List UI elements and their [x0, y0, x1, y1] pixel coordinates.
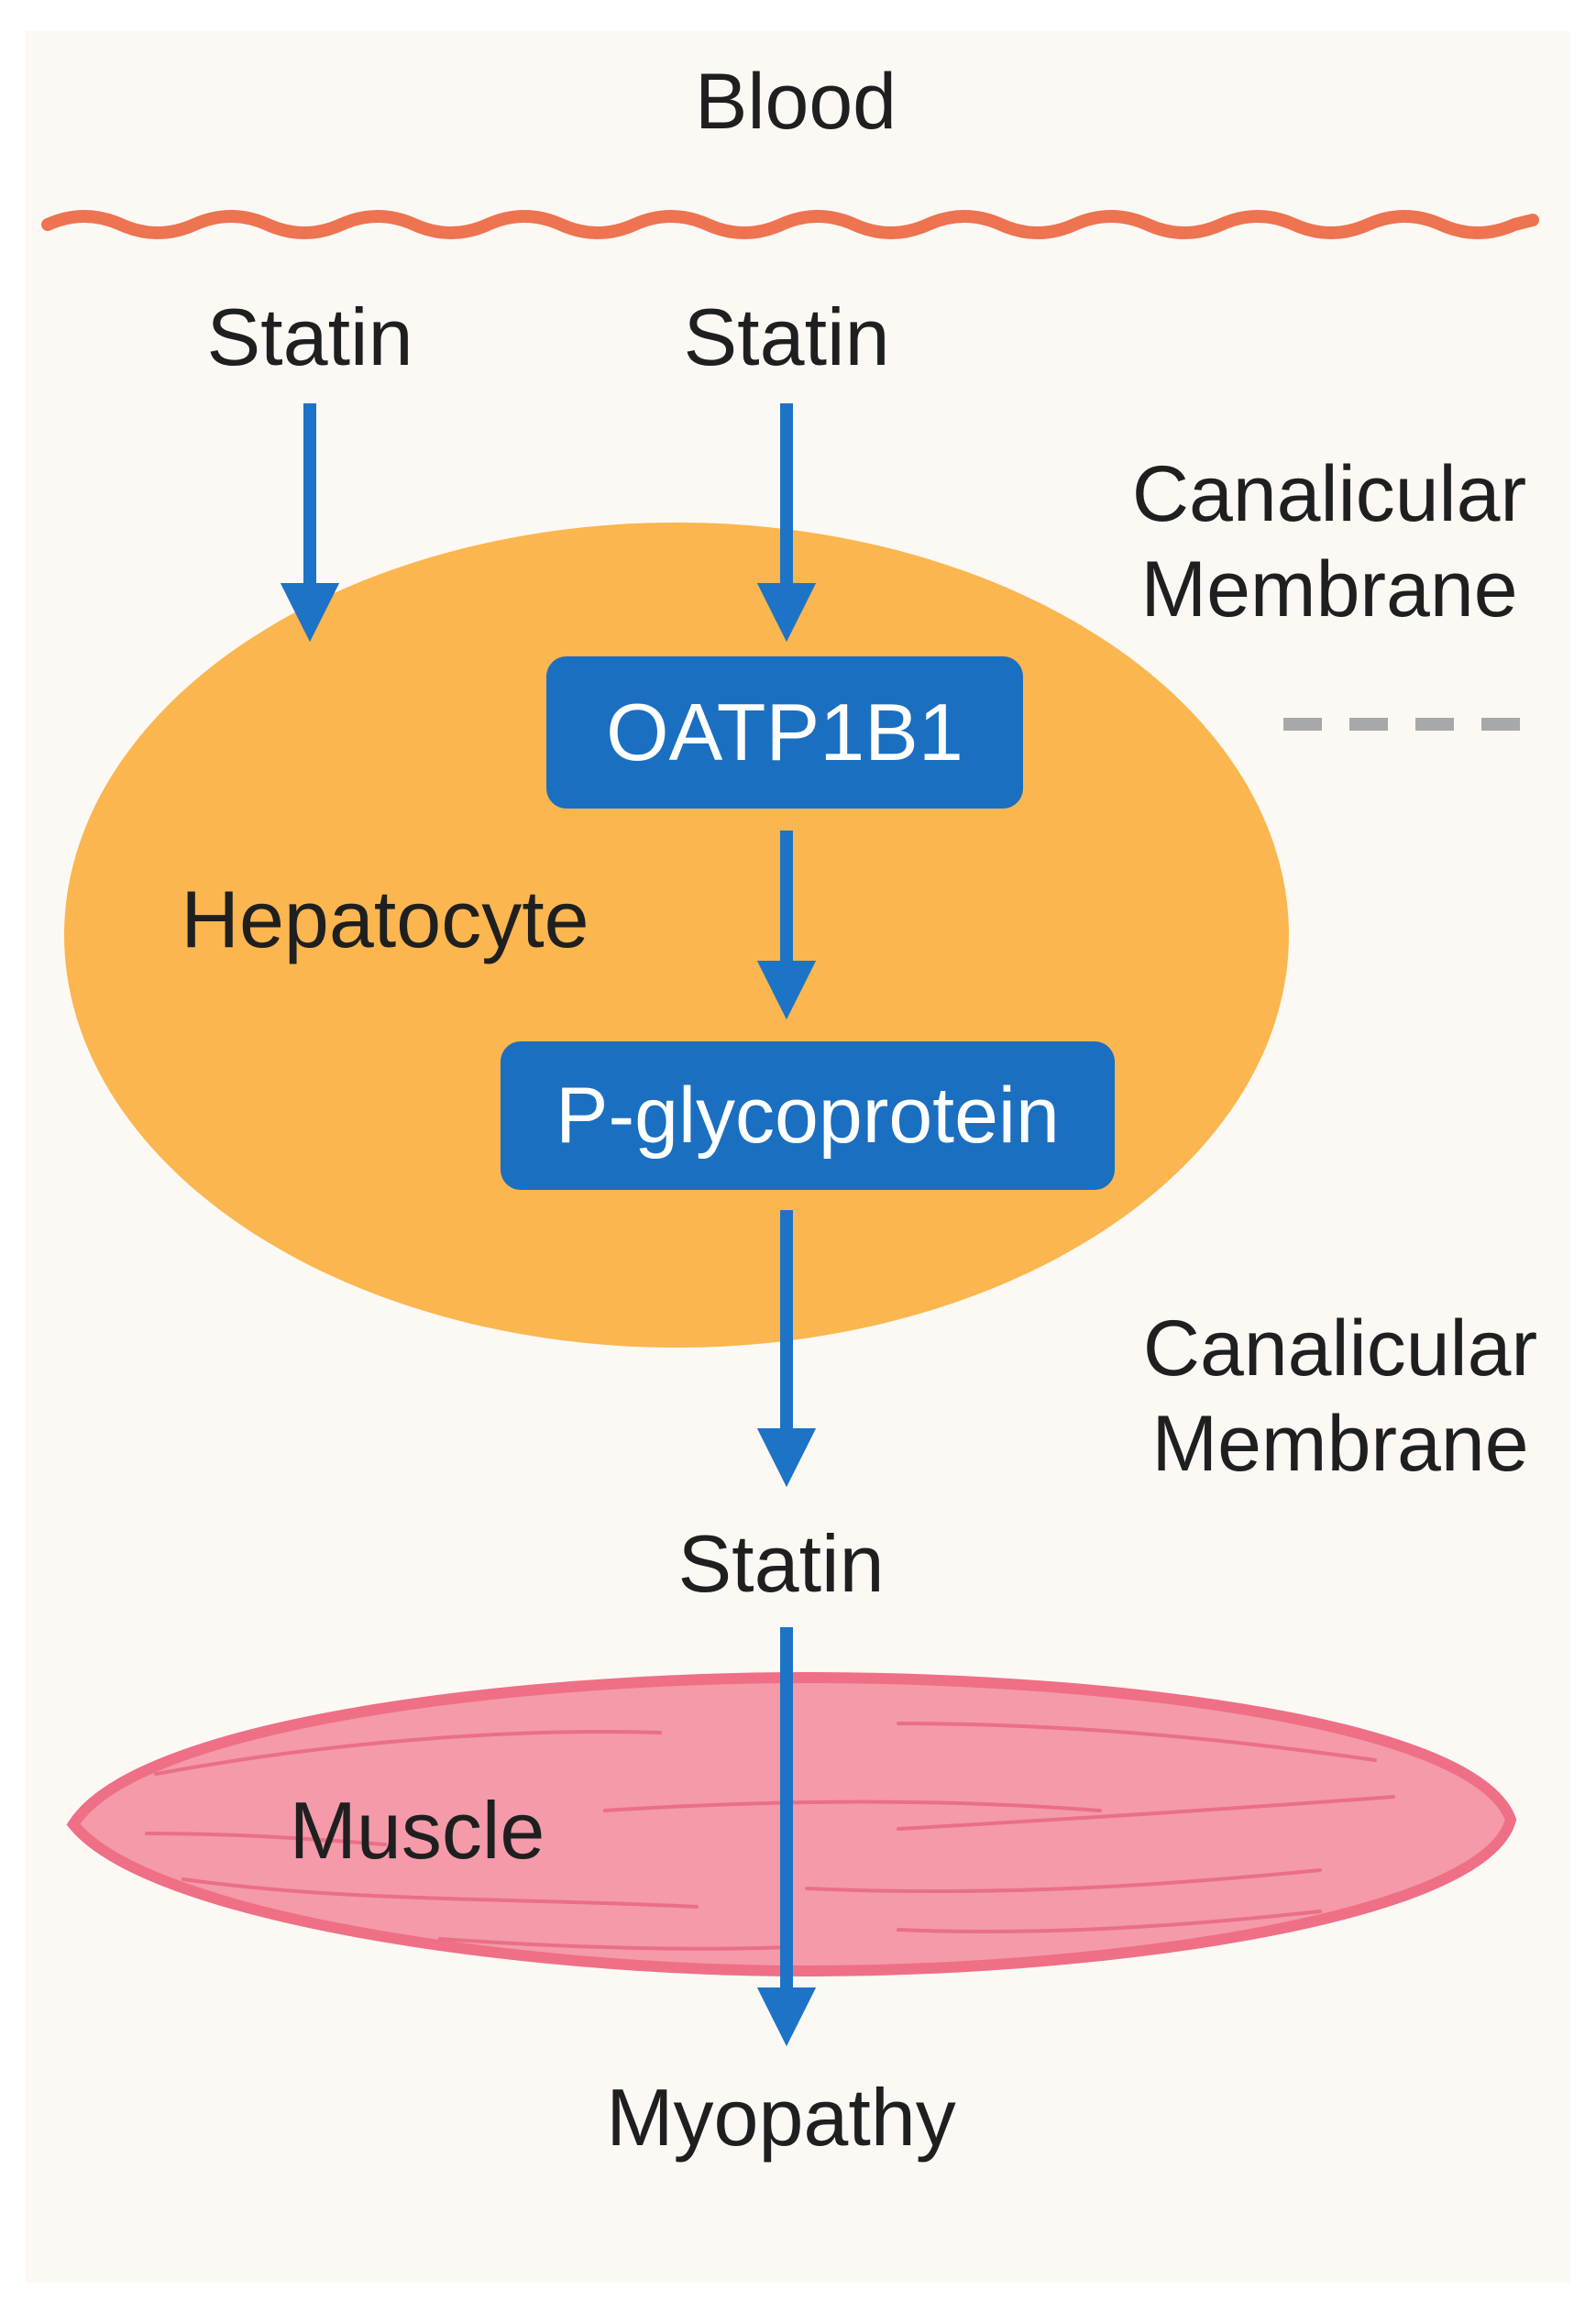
muscle-fiber [897, 1795, 1395, 1831]
muscle-fibers [145, 1722, 1395, 1951]
p-glycoprotein-box [501, 1041, 1115, 1190]
canalicular-membrane-top-line1: Canalicular [1132, 450, 1526, 538]
canalicular-membrane-top-line2: Membrane [1140, 545, 1517, 633]
muscle-fiber [438, 1937, 790, 1951]
muscle-fiber [145, 1832, 387, 1846]
muscle-fiber [154, 1730, 662, 1776]
muscle-fiber [897, 1910, 1322, 1934]
blood-vessel-wave [41, 210, 1539, 239]
muscle-fiber [182, 1877, 699, 1909]
statin-center-label: Statin [683, 292, 889, 382]
muscle-fiber [805, 1868, 1322, 1894]
muscle-fiber [897, 1722, 1377, 1762]
oatp1b1-box [546, 656, 1023, 809]
hepatocyte-label: Hepatocyte [181, 874, 589, 964]
muscle-label: Muscle [290, 1785, 545, 1876]
muscle-fiber [603, 1800, 1102, 1812]
statin-left-label: Statin [206, 292, 413, 382]
p-glycoprotein-label: P-glycoprotein [556, 1072, 1060, 1160]
canalicular-membrane-bottom-line2: Membrane [1151, 1400, 1528, 1488]
canalicular-membrane-bottom-line1: Canalicular [1143, 1305, 1537, 1393]
oatp1b1-label: OATP1B1 [606, 687, 963, 777]
blood-label: Blood [695, 58, 897, 146]
statin-bottom-label: Statin [677, 1518, 884, 1609]
myopathy-label: Myopathy [606, 2072, 956, 2163]
